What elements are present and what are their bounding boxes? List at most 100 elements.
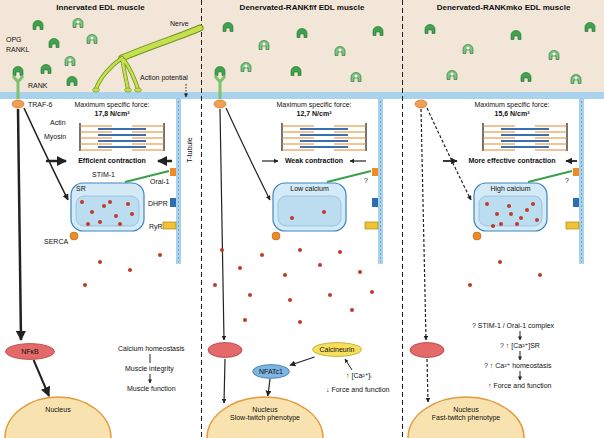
contraction-label: Weak contraction <box>285 157 343 165</box>
force-value: 17,8 N/cm² <box>94 110 129 118</box>
sr-cistern <box>76 196 139 226</box>
rankl-molecule <box>41 65 51 74</box>
question-mark: ? <box>565 177 569 185</box>
outcome-label: Muscle integrity <box>125 365 174 373</box>
phenotype-label: Fast-twitch phenotype <box>432 414 500 422</box>
rankl-molecule <box>67 77 77 86</box>
cell-parts <box>473 99 584 264</box>
calcium-ion <box>128 268 132 272</box>
calcium-ion <box>328 293 332 297</box>
calcium-ion <box>519 216 523 220</box>
sarcolemma <box>0 92 604 99</box>
nucleus-shape <box>408 397 524 438</box>
contraction-arrow <box>46 160 66 163</box>
calcium-ion <box>118 222 122 226</box>
rankl-molecule <box>215 67 225 76</box>
calcium-ion <box>102 204 106 208</box>
signal-arrow <box>24 108 68 200</box>
calcium-ion <box>238 266 242 270</box>
rankl-molecule <box>297 29 307 38</box>
outcome-label: Calcium homeostasis <box>118 345 185 353</box>
rankl-molecule <box>521 73 531 82</box>
calcium-ion <box>535 218 539 222</box>
muscle-panel: Denervated-RANKf/f EDL muscleLow calcium… <box>202 0 402 438</box>
connector-arrow <box>290 357 315 365</box>
contraction-arrow <box>566 160 577 162</box>
opg-molecule <box>73 19 83 28</box>
nucleus: Nucleus <box>4 396 112 438</box>
calcium-ion <box>158 253 162 257</box>
rankl-molecule <box>373 27 383 36</box>
calcium-ion <box>290 216 294 220</box>
nerve-branch <box>96 58 138 89</box>
signal-label: Action potential <box>140 74 188 82</box>
contraction-arrow <box>262 160 278 161</box>
sequence-arrow <box>520 351 521 360</box>
factor-shape <box>313 343 362 357</box>
sarcoplasmic-reticulum: Low calcium <box>272 182 347 232</box>
calcium-ion <box>498 260 502 264</box>
opg-molecule <box>259 41 269 50</box>
traf6-adaptor <box>214 100 226 108</box>
rankl-molecule <box>13 67 23 76</box>
force-caption: Maximum specific force: <box>74 101 149 109</box>
opg-molecule <box>65 57 75 66</box>
calcium-ion <box>322 210 326 214</box>
calcium-ion <box>515 222 519 226</box>
filament-label: Actin <box>50 119 66 127</box>
question-mark: ? <box>364 177 368 185</box>
sr-cistern <box>278 196 341 226</box>
channel-label: RyR <box>149 223 163 231</box>
nucleus: NucleusFast-twitch phenotype <box>407 396 525 438</box>
nucleus-label: Nucleus <box>45 406 70 414</box>
outcome-label: ↑ Force and function <box>488 382 551 390</box>
receptor-label: RANK <box>28 82 47 90</box>
nerve-terminal <box>93 88 100 92</box>
calcium-ion <box>213 283 217 287</box>
calcium-ion <box>86 222 90 226</box>
force-value: 12,7 N/cm² <box>296 110 331 118</box>
traf6-adaptor <box>415 100 427 108</box>
signal-arrow <box>421 109 426 340</box>
calcium-ion <box>243 318 247 322</box>
calcium-ion <box>126 202 130 206</box>
calcium-ion <box>248 293 252 297</box>
nerve-label: Nerve <box>170 20 189 28</box>
action-potential-arrow <box>186 84 187 97</box>
sarcoplasmic-reticulum: High calcium <box>473 182 548 232</box>
calcium-ion <box>507 204 511 208</box>
sr-label: High calcium <box>490 185 530 193</box>
opg-molecule <box>87 35 97 44</box>
nerve <box>122 28 200 58</box>
calcium-ion <box>298 248 302 252</box>
calcium-ion <box>495 212 499 216</box>
sarcoplasmic-reticulum: SR <box>70 182 145 232</box>
nerve-terminal <box>125 88 132 92</box>
rankl-molecule <box>33 21 43 30</box>
contraction-arrow <box>158 160 172 163</box>
calcium-ion <box>338 250 342 254</box>
calcium-ion <box>538 273 542 277</box>
signal-arrow <box>226 108 270 200</box>
calcium-ion <box>350 308 354 312</box>
contraction-label: Efficient contraction <box>78 157 146 165</box>
nerve <box>122 28 200 58</box>
calcium-ion <box>283 273 287 277</box>
hypothesis-label: ? ↑ [Ca²⁺]SR <box>500 342 540 350</box>
nucleus-shape <box>207 397 323 438</box>
signal-arrow <box>224 359 225 403</box>
hypothesis-label: ? ↑ Ca²⁺ homeostasis <box>484 362 552 370</box>
opg-molecule <box>351 73 361 82</box>
nfatc1-factor: NFATc1 <box>252 364 290 379</box>
nerve-terminal <box>135 88 142 92</box>
panel-title: Innervated EDL muscle <box>56 3 144 13</box>
calcium-ion <box>98 260 102 264</box>
calcium-ion <box>130 212 134 216</box>
signal-arrow <box>345 359 352 370</box>
hypothesis-label: ? STIM-1 / Orai-1 complex <box>472 322 554 330</box>
panel-divider <box>201 0 202 438</box>
calcium-ion <box>468 283 472 287</box>
calcium-ion <box>509 212 513 216</box>
connector-arrow <box>34 360 49 396</box>
tubule-label: T-tubule <box>186 137 194 162</box>
